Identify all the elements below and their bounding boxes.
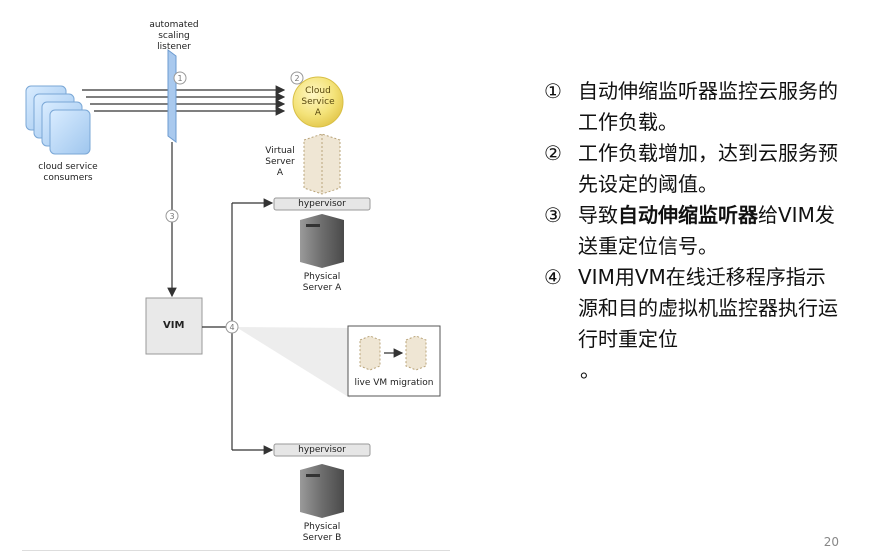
- cloud-service-label: Cloud Service A: [288, 86, 348, 119]
- cloud-service-consumers-icon: [25, 85, 91, 155]
- listener-label-line-3: listener: [157, 42, 191, 52]
- physical-server-a-label: Physical Server A: [288, 272, 356, 294]
- auto-scaling-diagram: 1 2 3 4: [22, 10, 450, 551]
- listener-label-line-1: automated: [149, 20, 199, 30]
- step-number: ④: [544, 265, 562, 289]
- step-text: VIM用VM在线迁移程序指示源和目的虚拟机监控器执行运行时重定位: [578, 265, 838, 351]
- step-item-4: ④ VIM用VM在线迁移程序指示源和目的虚拟机监控器执行运行时重定位: [544, 262, 844, 355]
- step-text-after: 给VIM发送重定位信号。: [578, 203, 835, 258]
- step-text: 工作负载增加，达到云服务预先设定的阈值。: [578, 141, 838, 196]
- virtual-server-a-icon: [303, 133, 341, 195]
- hypervisor-a-bar: [273, 197, 371, 211]
- consumers-label-line-2: consumers: [43, 173, 93, 183]
- physical-a-label-line-1: Physical: [303, 272, 341, 282]
- request-arrows: [82, 85, 286, 116]
- vim-box: [145, 297, 203, 355]
- step-text: 自动伸缩监听器监控云服务的工作负载。: [578, 79, 838, 134]
- physical-server-a-icon: [300, 214, 344, 268]
- cloud-service-label-line-1: Cloud: [305, 86, 331, 96]
- page-number: 20: [823, 535, 839, 549]
- hypervisor-a-label: hypervisor: [298, 199, 346, 209]
- automated-scaling-listener-icon: [167, 49, 177, 143]
- step-text-bold: 自动伸缩监听器: [618, 203, 758, 227]
- physical-a-label-line-2: Server A: [302, 283, 342, 293]
- step-number: ③: [544, 203, 562, 227]
- physical-server-b-label: Physical Server B: [288, 522, 356, 544]
- migration-target-vm-icon: [405, 335, 427, 371]
- step-marker-3: 3: [169, 212, 174, 221]
- virtual-server-label-line-1: Virtual: [265, 146, 295, 156]
- physical-b-label-line-1: Physical: [303, 522, 341, 532]
- hypervisor-b-label: hypervisor: [298, 445, 346, 455]
- migration-source-vm-icon: [359, 335, 381, 371]
- cloud-service-label-line-2: Service: [301, 97, 335, 107]
- step-item-1: ① 自动伸缩监听器监控云服务的工作负载。: [544, 76, 844, 138]
- physical-server-b-icon: [300, 464, 344, 518]
- step-marker-4: 4: [229, 323, 234, 332]
- physical-b-label-line-2: Server B: [302, 533, 342, 543]
- step-number: ①: [544, 79, 562, 103]
- listener-label: automated scaling listener: [134, 20, 214, 53]
- step-text-before: 导致: [578, 203, 618, 227]
- consumers-label: cloud service consumers: [28, 162, 108, 184]
- cloud-service-icon: [292, 76, 344, 128]
- step-item-3: ③ 导致自动伸缩监听器给VIM发送重定位信号。: [544, 200, 844, 262]
- live-vm-migration-label: live VM migration: [354, 378, 434, 388]
- step-marker-1: 1: [177, 74, 182, 83]
- cloud-service-label-line-3: A: [314, 108, 322, 118]
- hypervisor-b-bar: [273, 443, 371, 457]
- steps-text-panel: ① 自动伸缩监听器监控云服务的工作负载。 ② 工作负载增加，达到云服务预先设定的…: [544, 76, 844, 386]
- listener-label-line-2: scaling: [158, 31, 190, 41]
- virtual-server-label-line-2: Server: [265, 157, 295, 167]
- trailing-period: 。: [580, 358, 600, 382]
- virtual-server-label: Virtual Server A: [258, 146, 302, 179]
- step-number: ②: [544, 141, 562, 165]
- diagram-canvas: 1 2 3 4: [25, 49, 441, 518]
- step-marker-2: 2: [294, 74, 299, 83]
- virtual-server-label-line-3: A: [276, 168, 284, 178]
- step-text: 导致自动伸缩监听器给VIM发送重定位信号。: [578, 200, 844, 262]
- consumers-label-line-1: cloud service: [38, 162, 98, 172]
- vim-label: VIM: [163, 320, 185, 331]
- step-item-2: ② 工作负载增加，达到云服务预先设定的阈值。: [544, 138, 844, 200]
